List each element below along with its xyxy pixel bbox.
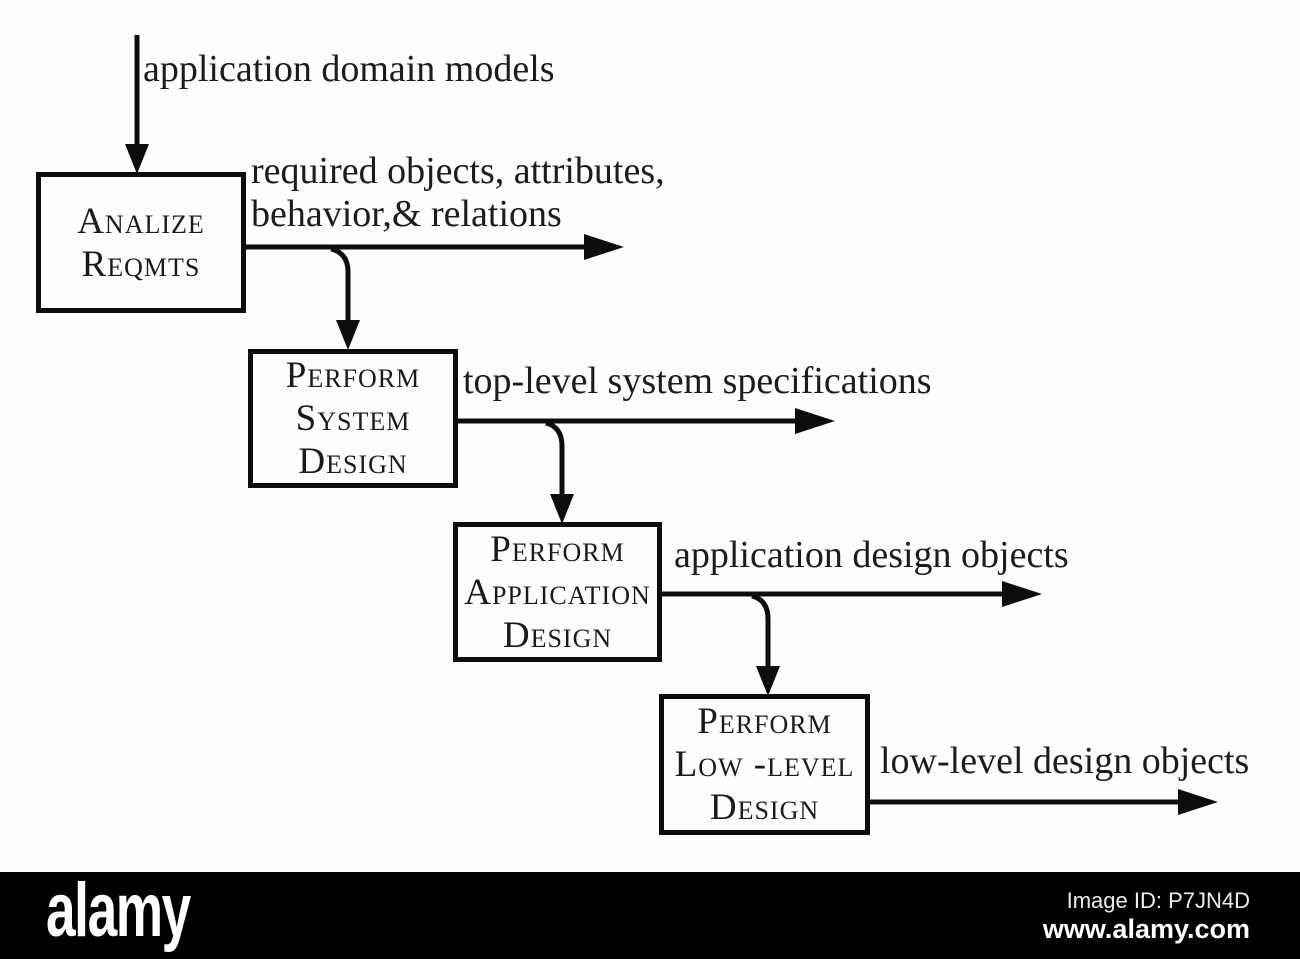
process-box-analize-reqmts-line1: Analize bbox=[77, 200, 205, 242]
process-box-perform-low-level-design-line1: Perform bbox=[697, 701, 832, 742]
process-box-perform-application-design-line1: Perform bbox=[490, 528, 625, 570]
analyze-out-arrow-head-icon bbox=[584, 234, 624, 260]
flow-label-top-level-system-specifications: top-level system specifications bbox=[463, 360, 932, 402]
process-box-perform-system-design-line3: Design bbox=[298, 441, 408, 482]
system-out-arrow-head-icon bbox=[795, 408, 835, 434]
watermark-image-id: Image ID: P7JN4D bbox=[1066, 887, 1250, 913]
branch-to-system-head-icon bbox=[336, 320, 360, 350]
process-box-perform-low-level-design-line2: Low -level bbox=[674, 744, 855, 785]
branch-to-system-line bbox=[330, 246, 351, 321]
flow-label-required-objects-line2: behavior,& relations bbox=[251, 193, 562, 235]
alamy-watermark-bar: alamy Image ID: P7JN4D www.alamy.com bbox=[0, 872, 1300, 959]
lowlevel-out-arrow-head-icon bbox=[1178, 789, 1218, 815]
branch-to-application-line bbox=[545, 420, 565, 495]
process-box-analize-reqmts: Analize Reqmts bbox=[36, 172, 246, 313]
branch-to-lowlevel-head-icon bbox=[756, 666, 780, 696]
process-box-perform-system-design: Perform System Design bbox=[248, 349, 458, 488]
application-out-arrow-head-icon bbox=[1002, 581, 1042, 607]
flow-label-required-objects-line1: required objects, attributes, bbox=[251, 150, 665, 192]
watermark-info: Image ID: P7JN4D www.alamy.com bbox=[1043, 888, 1250, 944]
branch-to-application-head-icon bbox=[550, 494, 574, 524]
flow-label-application-design-objects: application design objects bbox=[674, 534, 1069, 576]
process-box-perform-application-design-line2: Application bbox=[464, 571, 651, 613]
alamy-logo: alamy bbox=[46, 867, 191, 953]
process-box-perform-system-design-line2: System bbox=[295, 398, 411, 439]
process-box-perform-system-design-line1: Perform bbox=[285, 355, 421, 396]
flow-label-required-objects: required objects, attributes, behavior,&… bbox=[251, 150, 665, 236]
process-box-analize-reqmts-line2: Reqmts bbox=[81, 243, 201, 285]
watermark-url: www.alamy.com bbox=[1042, 913, 1250, 944]
branch-to-lowlevel-line bbox=[751, 593, 771, 666]
input-arrow-head-icon bbox=[125, 144, 149, 174]
flow-label-low-level-design-objects: low-level design objects bbox=[880, 740, 1250, 782]
process-box-perform-low-level-design-line3: Design bbox=[709, 787, 820, 828]
process-box-perform-low-level-design: Perform Low -level Design bbox=[659, 694, 870, 835]
process-box-perform-application-design: Perform Application Design bbox=[453, 522, 662, 662]
process-box-perform-application-design-line3: Design bbox=[502, 614, 613, 656]
flow-label-application-domain-models: application domain models bbox=[143, 48, 555, 90]
